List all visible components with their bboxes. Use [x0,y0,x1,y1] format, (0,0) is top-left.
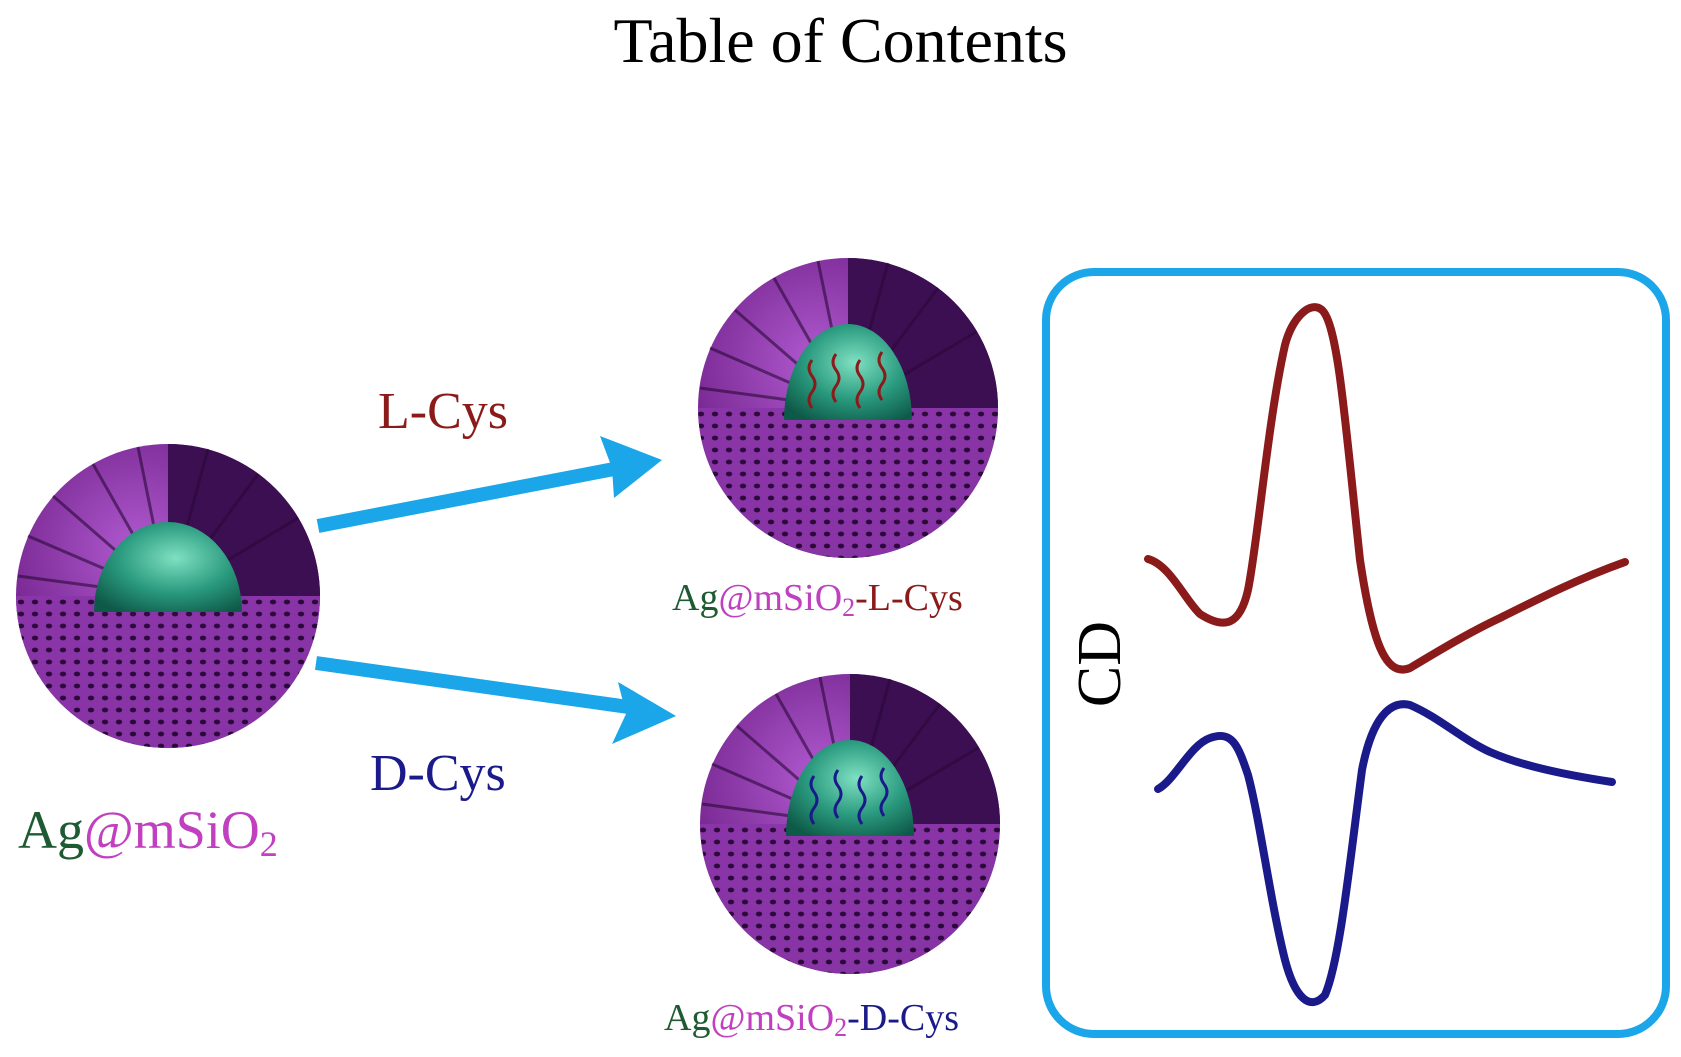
product-particle-d-cys [700,674,1000,974]
source-label: Ag@mSiO2 [18,800,278,864]
product-bottom-label: Ag@mSiO2-D-Cys [664,997,959,1042]
arrow-to-l-cys [316,436,662,533]
source-particle [16,444,320,748]
d-cys-cd-curve [1154,700,1616,1007]
page-title: Table of Contents [613,5,1068,76]
l-cys-molecules-icon [807,351,887,409]
arrow-top-label: L-Cys [378,383,508,440]
cd-spectrum-panel: CD [1042,268,1670,1038]
l-cys-cd-curve [1144,303,1629,674]
product-particle-l-cys [698,258,998,558]
product-top-label: Ag@mSiO2-L-Cys [672,577,963,622]
arrow-bottom-label: D-Cys [370,745,506,802]
arrow-to-d-cys [315,656,676,744]
d-cys-molecules-icon [809,767,889,825]
cd-axis-label: CD [1066,621,1134,707]
